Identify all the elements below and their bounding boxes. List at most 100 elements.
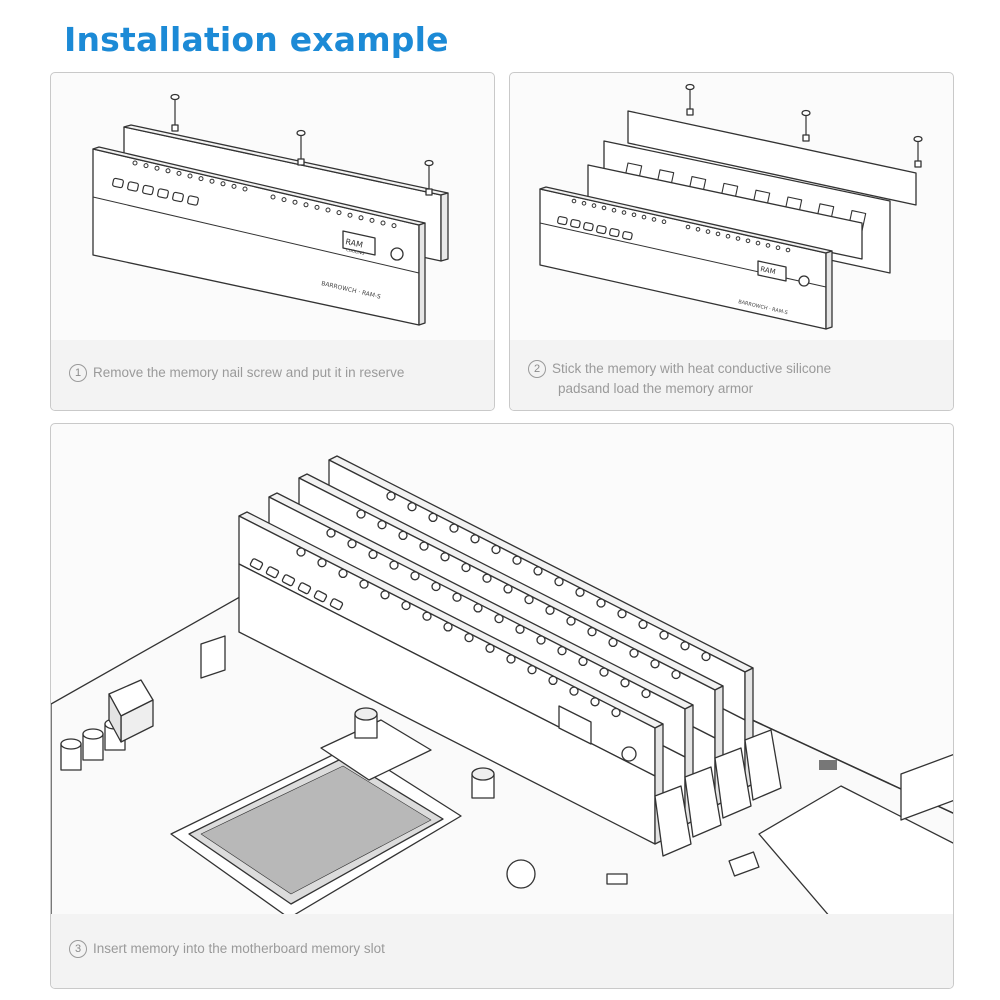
vent-hole xyxy=(601,205,607,211)
vent-hole xyxy=(452,592,462,602)
capacitor xyxy=(471,767,495,799)
vent-hole xyxy=(470,534,480,544)
vent-hole xyxy=(755,240,761,246)
vent-hole xyxy=(449,523,459,533)
vent-hole xyxy=(482,573,492,583)
vent-hole xyxy=(358,215,364,221)
vent-hole xyxy=(533,566,543,576)
vent-hole xyxy=(617,609,627,619)
vent-slot xyxy=(622,231,633,241)
vent-hole xyxy=(154,165,160,171)
step-1-caption-band xyxy=(51,340,494,410)
vent-hole xyxy=(599,667,609,677)
vent-slot xyxy=(596,225,607,235)
vent-hole xyxy=(198,176,204,182)
vent-hole xyxy=(494,613,504,624)
vent-slot xyxy=(187,195,199,206)
vent-hole xyxy=(187,173,193,179)
vent-hole xyxy=(608,637,618,648)
ram-stick xyxy=(238,511,692,857)
step-3-number: 3 xyxy=(69,940,87,959)
vent-hole xyxy=(581,201,587,206)
step-1-text: Remove the memory nail screw and put it … xyxy=(93,365,405,380)
vent-hole xyxy=(386,491,396,501)
vent-hole xyxy=(292,199,298,205)
vent-hole xyxy=(554,576,564,587)
vent-hole xyxy=(407,502,417,512)
step-2-caption-band xyxy=(510,340,953,410)
vent-hole xyxy=(419,541,429,551)
vent-hole xyxy=(132,160,138,166)
ram-label-text: RAM xyxy=(345,237,364,249)
vent-hole xyxy=(591,203,597,208)
vent-hole xyxy=(545,605,555,615)
vent-hole xyxy=(209,178,215,184)
vent-hole xyxy=(569,686,579,696)
vent-hole xyxy=(296,547,306,557)
vent-hole xyxy=(620,678,630,688)
vent-hole xyxy=(338,568,348,579)
vent-hole xyxy=(548,675,558,686)
vent-hole xyxy=(621,210,627,215)
vent-hole xyxy=(314,204,320,210)
vent-hole xyxy=(638,619,648,630)
ram-label-text-2: RAM xyxy=(760,265,777,276)
vent-hole xyxy=(303,202,309,208)
vent-slot xyxy=(127,181,139,192)
vent-hole xyxy=(165,168,171,174)
vent-hole xyxy=(536,635,546,645)
vent-hole xyxy=(659,630,669,640)
vent-hole xyxy=(575,587,585,597)
vent-hole xyxy=(701,651,711,662)
screw-icon xyxy=(801,109,811,142)
vent-slot xyxy=(172,191,184,203)
vent-hole xyxy=(428,512,438,523)
step-2-number: 2 xyxy=(528,360,546,379)
vent-hole xyxy=(368,549,378,560)
vent-slot xyxy=(142,184,154,196)
vent-hole xyxy=(641,688,651,699)
vent-hole xyxy=(176,170,182,176)
step-3-caption-band xyxy=(51,914,953,988)
vent-hole xyxy=(524,594,534,605)
vent-slot xyxy=(297,582,312,595)
vent-slot xyxy=(609,228,620,238)
vent-hole xyxy=(326,528,336,538)
step-2-caption: 2 Stick the memory with heat conductive s… xyxy=(528,359,831,399)
vent-hole xyxy=(369,217,375,223)
vent-hole xyxy=(596,598,606,608)
vent-hole xyxy=(527,665,537,675)
vent-slot xyxy=(329,598,344,611)
step-2-text-line1: Stick the memory with heat conductive si… xyxy=(552,361,832,376)
vent-hole xyxy=(464,632,474,643)
vent-hole xyxy=(317,558,327,568)
cooling-label-text: COOLING xyxy=(346,247,365,256)
vent-hole xyxy=(695,227,701,232)
vent-hole xyxy=(410,571,420,581)
screw-icon xyxy=(424,159,434,196)
capacitor xyxy=(60,738,82,771)
vent-hole xyxy=(491,544,501,555)
vent-hole xyxy=(377,520,387,530)
vent-hole xyxy=(431,581,441,592)
vent-hole xyxy=(270,194,276,200)
vent-hole xyxy=(391,223,397,229)
cpu-socket xyxy=(170,719,462,918)
vent-hole xyxy=(735,236,741,241)
vent-hole xyxy=(685,224,691,230)
vent-hole xyxy=(611,207,617,213)
vent-hole xyxy=(401,600,411,611)
vent-hole xyxy=(566,616,576,626)
screw-icon xyxy=(913,135,923,168)
vent-slot xyxy=(249,558,264,571)
vent-slot xyxy=(265,566,280,579)
step-3-illustration xyxy=(51,455,953,918)
vent-hole xyxy=(650,659,660,669)
vent-slot xyxy=(112,177,124,189)
vent-hole xyxy=(398,530,408,541)
page-title: Installation example xyxy=(64,20,449,59)
